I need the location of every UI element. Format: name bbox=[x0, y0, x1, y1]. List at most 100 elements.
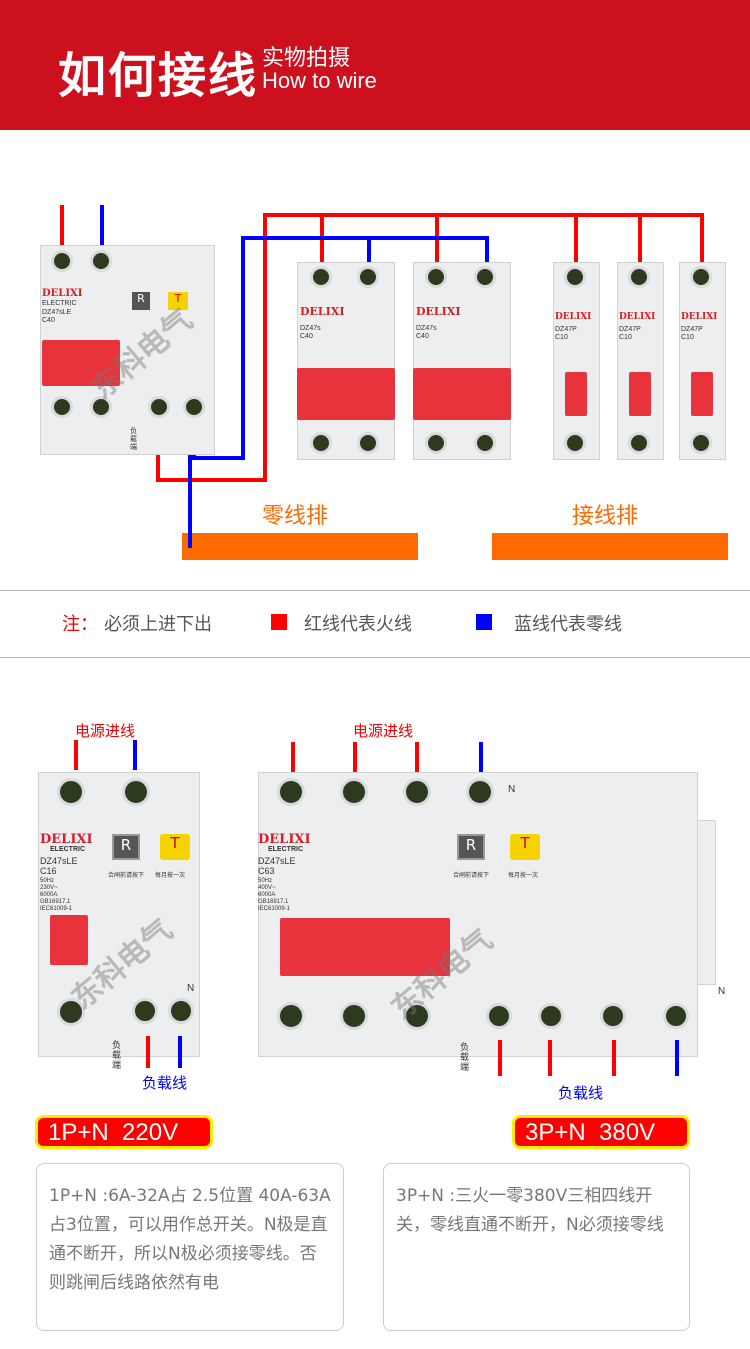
input-line-label: 电源进线 bbox=[353, 722, 414, 740]
screw-terminal bbox=[168, 998, 194, 1024]
screw-terminal bbox=[564, 266, 586, 288]
screw-terminal bbox=[310, 266, 332, 288]
subtitle-cn: 实物拍摄 bbox=[262, 46, 351, 71]
wire bbox=[156, 213, 704, 482]
terminal-bar bbox=[492, 533, 728, 560]
screw-terminal bbox=[690, 266, 712, 288]
breaker-edge bbox=[698, 820, 716, 985]
breaker-handle[interactable] bbox=[691, 372, 713, 416]
screw-terminal bbox=[51, 250, 73, 272]
model-label: DZ47sLE bbox=[42, 309, 72, 316]
two-pole-breaker bbox=[297, 262, 395, 460]
screw-terminal bbox=[183, 396, 205, 418]
reset-button[interactable]: R bbox=[457, 834, 485, 860]
screw-terminal bbox=[425, 266, 447, 288]
breaker-handle[interactable] bbox=[50, 915, 88, 965]
screw-terminal bbox=[628, 432, 650, 454]
model-label: DZ47s bbox=[300, 325, 321, 332]
rcbo-3p-n bbox=[258, 772, 698, 1057]
brand-logo: DELIXI bbox=[300, 305, 345, 318]
test-button[interactable]: T bbox=[510, 834, 540, 860]
screw-terminal bbox=[277, 778, 305, 806]
screw-terminal bbox=[148, 396, 170, 418]
brand-logo: DELIXI bbox=[416, 305, 461, 318]
badge-3p-n: 3P+N 380V bbox=[512, 1115, 690, 1149]
rating-label: C40 bbox=[300, 333, 313, 340]
rating-label: C16 bbox=[40, 866, 57, 876]
note-text: 必须上进下出 bbox=[104, 614, 212, 635]
brand-logo: DELIXI bbox=[619, 312, 656, 322]
screw-terminal bbox=[57, 778, 85, 806]
description-3p-n: 3P+N :三火一零380V三相四线开关，零线直通不断开，N必须接零线 bbox=[383, 1163, 690, 1331]
screw-terminal bbox=[690, 432, 712, 454]
load-end-label: 负载端 bbox=[460, 1042, 470, 1072]
n-label: N bbox=[508, 784, 516, 795]
two-pole-breaker bbox=[413, 262, 511, 460]
subtitle-en: How to wire bbox=[262, 68, 377, 93]
screw-terminal bbox=[340, 1002, 368, 1030]
input-line-label: 电源进线 bbox=[75, 722, 136, 740]
brand-logo: DELIXI bbox=[40, 832, 93, 847]
neutral-bar-label: 零线排 bbox=[262, 504, 329, 529]
load-end-label: 负载端 bbox=[130, 428, 137, 451]
test-button[interactable]: T bbox=[160, 834, 190, 860]
reset-button[interactable]: R bbox=[132, 292, 150, 310]
reset-hint: 合闸前请按下 bbox=[108, 873, 145, 879]
breaker-handle[interactable] bbox=[280, 918, 450, 976]
brand-sub: ELECTRIC bbox=[50, 846, 85, 853]
screw-terminal bbox=[663, 1003, 689, 1029]
breaker-handle[interactable] bbox=[297, 368, 395, 420]
brand-logo: DELIXI bbox=[258, 832, 311, 847]
one-pole-breaker bbox=[617, 262, 664, 460]
brand-logo: DELIXI bbox=[555, 312, 592, 322]
breaker-handle[interactable] bbox=[413, 368, 511, 420]
screw-terminal bbox=[403, 1002, 431, 1030]
breaker-handle[interactable] bbox=[629, 372, 651, 416]
screw-terminal bbox=[486, 1003, 512, 1029]
model-label: DZ47P bbox=[619, 326, 641, 333]
model-label: DZ47P bbox=[681, 326, 703, 333]
screw-terminal bbox=[600, 1003, 626, 1029]
description-1p-n: 1P+N :6A-32A占 2.5位置 40A-63A占3位置，可以用作总开关。… bbox=[36, 1163, 344, 1331]
n-label: N bbox=[187, 983, 195, 994]
rating-label: C10 bbox=[681, 334, 694, 341]
wire bbox=[192, 236, 489, 460]
screw-terminal bbox=[403, 778, 431, 806]
screw-terminal bbox=[474, 432, 496, 454]
one-pole-breaker bbox=[679, 262, 726, 460]
breaker-handle[interactable] bbox=[42, 340, 120, 386]
screw-terminal bbox=[628, 266, 650, 288]
load-line-label: 负载线 bbox=[558, 1084, 604, 1102]
red-swatch bbox=[271, 614, 287, 630]
badge-1p-n: 1P+N 220V bbox=[35, 1115, 213, 1149]
divider bbox=[0, 657, 750, 658]
breaker-handle[interactable] bbox=[565, 372, 587, 416]
screw-terminal bbox=[122, 778, 150, 806]
terminal-bar-label: 接线排 bbox=[572, 504, 639, 529]
n-label: N bbox=[718, 986, 726, 997]
header-banner bbox=[0, 0, 750, 130]
specs-label: 50Hz 230V~ 6000A GB16917.1 IEC61009-1 bbox=[40, 878, 73, 912]
rating-label: C10 bbox=[555, 334, 568, 341]
screw-terminal bbox=[51, 396, 73, 418]
load-line-label: 负载线 bbox=[142, 1074, 188, 1092]
test-button[interactable]: T bbox=[168, 292, 188, 310]
reset-button[interactable]: R bbox=[112, 834, 140, 860]
one-pole-breaker bbox=[553, 262, 600, 460]
specs-label: 50Hz 400V~ 6000A GB16917.1 IEC61009-1 bbox=[258, 878, 291, 912]
load-end-label: 负载端 bbox=[112, 1040, 122, 1070]
blue-legend-text: 蓝线代表零线 bbox=[514, 614, 622, 635]
note-label: 注： bbox=[62, 614, 98, 635]
neutral-bar bbox=[182, 533, 418, 560]
model-label: DZ47sLE bbox=[258, 856, 296, 866]
screw-terminal bbox=[425, 432, 447, 454]
brand-sub: ELECTRIC bbox=[42, 300, 77, 307]
screw-terminal bbox=[564, 432, 586, 454]
rating-label: C40 bbox=[416, 333, 429, 340]
screw-terminal bbox=[132, 998, 158, 1024]
blue-swatch bbox=[476, 614, 492, 630]
model-label: DZ47P bbox=[555, 326, 577, 333]
screw-terminal bbox=[310, 432, 332, 454]
brand-logo: DELIXI bbox=[681, 312, 718, 322]
model-label: DZ47sLE bbox=[40, 856, 78, 866]
